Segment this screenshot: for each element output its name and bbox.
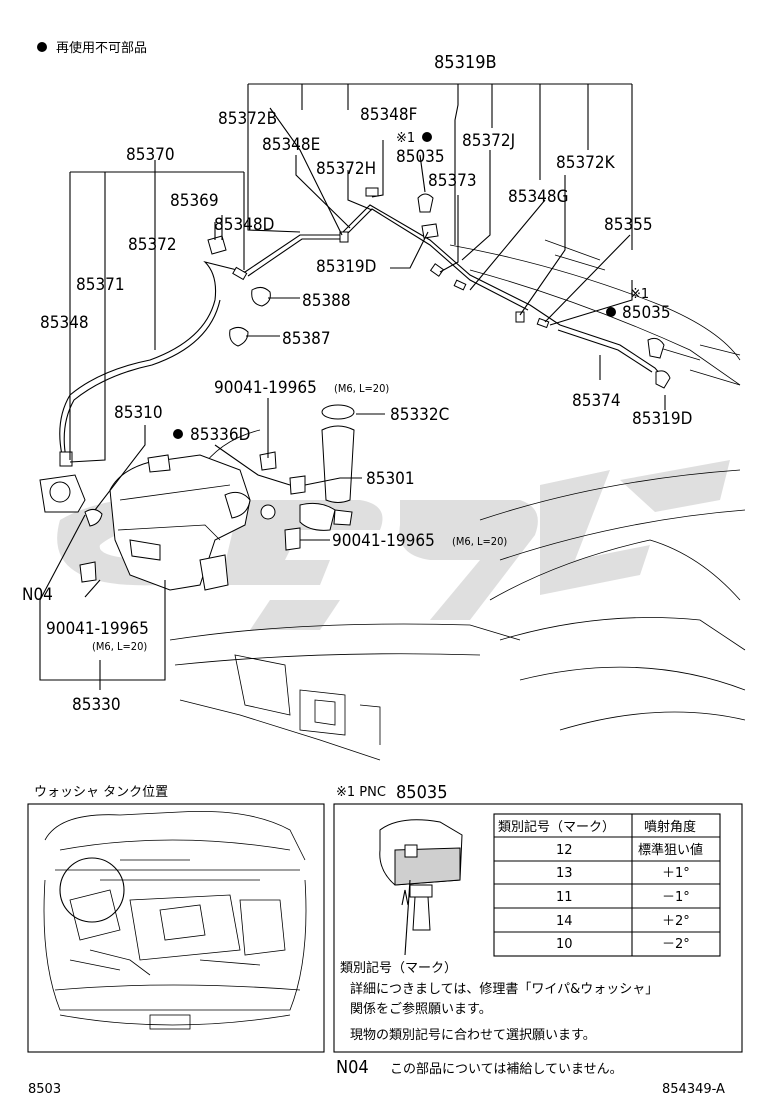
table-row-1-angle: 標準狙い値	[638, 842, 703, 858]
inset-right-prefix: ※1 PNC	[336, 785, 386, 800]
label-85035-right: 85035	[622, 303, 671, 323]
note-mark-1: ※1	[396, 131, 415, 146]
table-header-mark: 類別記号（マーク）	[498, 819, 615, 835]
label-85330: 85330	[72, 695, 121, 715]
label-85348: 85348	[40, 313, 89, 333]
table-row-2-mark: 13	[556, 866, 573, 881]
label-85372: 85372	[128, 235, 177, 255]
legend-bullet-icon	[37, 42, 47, 52]
label-85319D-right: 85319D	[632, 409, 692, 429]
label-90041-c-spec: (M6, L=20)	[92, 640, 147, 653]
label-85319B: 85319B	[434, 52, 497, 73]
table-header-angle: 噴射角度	[644, 819, 696, 835]
bullet-85035b-icon	[606, 307, 616, 317]
label-85388: 85388	[302, 291, 351, 311]
label-85301: 85301	[366, 469, 415, 489]
table-row-4-angle: ＋2°	[662, 914, 690, 929]
footer-left-code: 8503	[28, 1082, 61, 1097]
angle-table: 類別記号（マーク） 噴射角度 12 標準狙い値 13 ＋1° 11 －1° 14…	[493, 813, 721, 957]
table-row-5-angle: －2°	[662, 937, 690, 952]
label-85369: 85369	[170, 191, 219, 211]
label-85373: 85373	[428, 171, 477, 191]
inset-tank-location: ウォッシャ タンク位置	[27, 785, 325, 1053]
mark-label: 類別記号（マーク）	[340, 960, 457, 976]
table-row-2-angle: ＋1°	[662, 866, 690, 881]
legend-text: 再使用不可部品	[56, 40, 147, 56]
label-85374: 85374	[572, 391, 621, 411]
filler-neck	[79, 404, 355, 583]
note-mark-2: ※1	[630, 287, 649, 302]
leader-lines	[39, 83, 666, 690]
label-85035-top: 85035	[396, 147, 445, 167]
label-85355: 85355	[604, 215, 653, 235]
hose-assembly	[59, 187, 671, 467]
label-85370: 85370	[126, 145, 175, 165]
label-85372K: 85372K	[556, 153, 616, 173]
inset-right-pnc: 85035	[396, 782, 448, 803]
part-labels: 85319B 85372B 85348F 85348E ※1 85035 853…	[22, 52, 692, 715]
table-row-3-mark: 11	[556, 890, 573, 905]
label-85310: 85310	[114, 403, 163, 423]
label-85372J: 85372J	[462, 131, 515, 151]
label-90041-b-spec: (M6, L=20)	[452, 535, 507, 548]
label-85348F: 85348F	[360, 105, 417, 125]
table-row-5-mark: 10	[556, 937, 573, 952]
table-row-3-angle: －1°	[662, 890, 690, 905]
bullet-85336D-icon	[173, 429, 183, 439]
footer-n04-text: この部品については補給していません。	[390, 1062, 623, 1077]
footer: N04 この部品については補給していません。 8503 854349-A	[28, 1057, 725, 1097]
label-90041-a: 90041-19965	[214, 378, 317, 398]
label-90041-a-spec: (M6, L=20)	[334, 382, 389, 395]
table-row-1-mark: 12	[556, 843, 573, 858]
washer-tank	[39, 454, 251, 591]
label-85348D: 85348D	[214, 215, 274, 235]
nozzle-drawing	[379, 819, 463, 956]
footer-n04-label: N04	[336, 1057, 369, 1078]
note-line-2: 関係をご参照願います。	[350, 1001, 492, 1017]
label-85372H: 85372H	[316, 159, 376, 179]
note-line-1: 詳細につきましては、修理書「ワイパ&ウォッシャ」	[350, 981, 658, 997]
note-line-3: 現物の類別記号に合わせて選択願います。	[350, 1027, 596, 1043]
label-85372B: 85372B	[218, 109, 277, 129]
bullet-85035-icon	[422, 132, 432, 142]
label-85348E: 85348E	[262, 135, 320, 155]
label-85332C: 85332C	[390, 405, 449, 425]
label-90041-b: 90041-19965	[332, 531, 435, 551]
car-body-outline	[169, 239, 746, 761]
label-85336D: 85336D	[190, 425, 250, 445]
label-85371: 85371	[76, 275, 125, 295]
label-N04: N04	[22, 585, 53, 605]
label-85387: 85387	[282, 329, 331, 349]
inset-pnc-85035: ※1 PNC 85035 類別記号（マーク） 噴射角度 12 標準狙い値 13	[333, 782, 743, 1053]
table-row-4-mark: 14	[556, 914, 573, 929]
footer-right-code: 854349-A	[662, 1082, 725, 1097]
label-90041-c: 90041-19965	[46, 619, 149, 639]
label-85348G: 85348G	[508, 187, 569, 207]
label-85319D-top: 85319D	[316, 257, 376, 277]
inset-left-title: ウォッシャ タンク位置	[34, 785, 168, 800]
